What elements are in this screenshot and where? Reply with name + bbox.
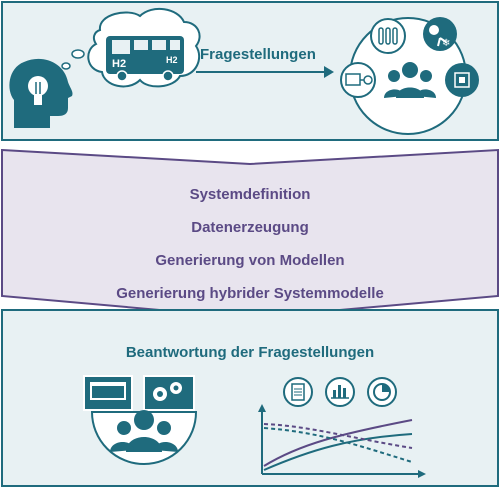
plot-curve-solid-2: [263, 433, 413, 471]
chart-icon: [325, 377, 355, 407]
process-step-hybrid-model-generation: Generierung hybrider Systemmodelle: [116, 285, 384, 302]
gears-icon: [143, 375, 195, 411]
fuel-cell-bus-icon: [106, 36, 184, 82]
pie-chart-icon: [367, 377, 397, 407]
plot-curve-dashed-1: [263, 423, 413, 449]
process-band: [0, 148, 499, 320]
answer-illustration: [83, 375, 198, 465]
question-arrow: [196, 66, 334, 78]
battery-charger-icon: [340, 62, 376, 98]
process-step-system-definition: Systemdefinition: [189, 186, 311, 203]
svg-text:❄: ❄: [442, 38, 450, 49]
people-group-icon: [384, 62, 436, 98]
fan-snowflake-icon: ❄: [423, 17, 457, 51]
lightbulb-head-icon: [9, 58, 73, 128]
process-step-data-generation: Datenerzeugung: [191, 219, 309, 236]
bus-h2-left: H2: [112, 58, 126, 70]
processor-chip-icon: [445, 63, 479, 97]
gas-cylinders-icon: [370, 18, 406, 54]
bottom-panel: [1, 309, 499, 487]
plot-curve-solid-1: [263, 419, 413, 467]
question-label: Fragestellungen: [200, 46, 316, 63]
plot-curve-dashed-2: [263, 427, 413, 463]
system-components-icon: ❄: [340, 17, 479, 135]
process-step-model-generation: Generierung von Modellen: [155, 252, 345, 269]
process-steps-list: Systemdefinition Datenerzeugung Generier…: [40, 178, 460, 310]
bus-h2-right: H2: [166, 55, 178, 65]
thought-dot-small: [61, 62, 71, 70]
result-plot: [258, 404, 426, 478]
thought-dot-medium: [71, 49, 85, 59]
answer-title: Beantwortung der Fragestellungen: [125, 344, 375, 361]
team-group-icon: [110, 410, 178, 452]
document-icon: [283, 377, 313, 407]
monitor-bus-icon: [83, 375, 133, 411]
